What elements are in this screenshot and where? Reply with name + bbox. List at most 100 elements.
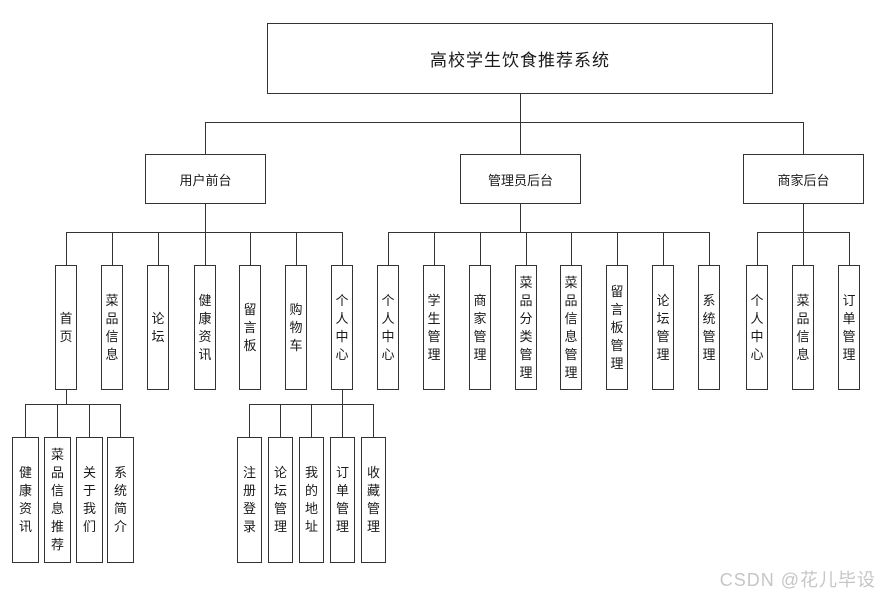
connector-line <box>526 232 527 265</box>
node-personal-center-merchant: 个人中心 <box>746 265 768 390</box>
connector-line <box>520 94 521 122</box>
connector-line <box>120 404 121 437</box>
node-label: 注册登录 <box>242 465 256 534</box>
connector-line <box>803 232 804 265</box>
node-merchant-backend: 商家后台 <box>743 154 864 204</box>
connector-line <box>250 232 251 265</box>
node-label: 论坛管理 <box>273 465 287 534</box>
connector-line <box>205 232 206 265</box>
node-user-frontend: 用户前台 <box>145 154 266 204</box>
node-health-news-sub: 健康资讯 <box>12 437 39 563</box>
node-dish-category-mgmt: 菜品分类管理 <box>515 265 537 390</box>
node-label: 论坛管理 <box>656 292 670 362</box>
node-label: 留言板管理 <box>610 283 624 371</box>
node-dish-recommend: 菜品信息推荐 <box>44 437 71 563</box>
node-forum-mgmt-user: 论坛管理 <box>268 437 293 563</box>
connector-line <box>342 404 343 437</box>
node-home: 首页 <box>55 265 77 390</box>
connector-line <box>617 232 618 265</box>
node-message-board: 留言板 <box>239 265 261 390</box>
node-label: 收藏管理 <box>366 465 380 534</box>
node-register-login: 注册登录 <box>237 437 262 563</box>
node-health-news: 健康资讯 <box>194 265 216 390</box>
node-label: 菜品信息管理 <box>564 274 578 380</box>
connector-line <box>89 404 90 437</box>
node-label: 系统简介 <box>113 465 127 534</box>
connector-line <box>373 404 374 437</box>
node-label: 订单管理 <box>842 292 856 362</box>
connector-line <box>803 122 804 154</box>
branch-label: 管理员后台 <box>487 172 553 188</box>
node-label: 个人中心 <box>750 292 764 362</box>
root-label: 高校学生饮食推荐系统 <box>430 51 610 70</box>
connector-line <box>709 232 710 265</box>
csdn-watermark: CSDN @花儿毕设 <box>719 570 876 590</box>
node-label: 菜品信息推荐 <box>50 447 64 552</box>
node-admin-backend: 管理员后台 <box>460 154 581 204</box>
connector-line <box>388 232 709 233</box>
node-order-mgmt-merchant: 订单管理 <box>838 265 860 390</box>
node-my-address: 我的地址 <box>299 437 324 563</box>
connector-line <box>803 204 804 232</box>
connector-line <box>311 404 312 437</box>
node-label: 我的地址 <box>304 465 318 534</box>
node-student-mgmt: 学生管理 <box>423 265 445 390</box>
connector-line <box>249 404 250 437</box>
node-order-mgmt-user: 订单管理 <box>330 437 355 563</box>
connector-line <box>520 122 521 154</box>
node-label: 订单管理 <box>335 465 349 534</box>
node-label: 首页 <box>59 310 73 344</box>
node-label: 商家管理 <box>473 292 487 362</box>
node-label: 菜品分类管理 <box>519 274 533 380</box>
connector-line <box>112 232 113 265</box>
node-favorites-mgmt: 收藏管理 <box>361 437 386 563</box>
node-label: 个人中心 <box>335 292 349 362</box>
connector-line <box>757 232 758 265</box>
connector-line <box>25 404 26 437</box>
node-root-system-title: 高校学生饮食推荐系统 <box>267 23 773 94</box>
node-label: 系统管理 <box>702 292 716 362</box>
connector-line <box>342 390 343 404</box>
node-message-board-mgmt: 留言板管理 <box>606 265 628 390</box>
node-dish-info-merchant: 菜品信息 <box>792 265 814 390</box>
connector-line <box>849 232 850 265</box>
node-forum: 论坛 <box>147 265 169 390</box>
connector-line <box>296 232 297 265</box>
node-label: 健康资讯 <box>18 465 32 534</box>
node-label: 学生管理 <box>427 292 441 362</box>
connector-line <box>434 232 435 265</box>
node-label: 菜品信息 <box>105 292 119 362</box>
connector-line <box>25 404 120 405</box>
node-merchant-mgmt: 商家管理 <box>469 265 491 390</box>
node-system-mgmt: 系统管理 <box>698 265 720 390</box>
node-forum-mgmt-admin: 论坛管理 <box>652 265 674 390</box>
connector-line <box>66 232 342 233</box>
node-label: 菜品信息 <box>796 292 810 362</box>
branch-label: 商家后台 <box>777 172 830 188</box>
node-label: 个人中心 <box>381 292 395 362</box>
connector-line <box>205 122 803 123</box>
connector-line <box>520 204 521 232</box>
connector-line <box>158 232 159 265</box>
node-label: 留言板 <box>243 301 257 353</box>
connector-line <box>571 232 572 265</box>
connector-line <box>480 232 481 265</box>
connector-line <box>663 232 664 265</box>
node-shopping-cart: 购物车 <box>285 265 307 390</box>
node-label: 购物车 <box>289 301 303 353</box>
connector-line <box>205 204 206 232</box>
connector-line <box>280 404 281 437</box>
node-personal-center-admin: 个人中心 <box>377 265 399 390</box>
node-label: 关于我们 <box>82 465 96 534</box>
connector-line <box>66 232 67 265</box>
node-label: 健康资讯 <box>198 292 212 362</box>
connector-line <box>205 122 206 154</box>
node-about-us: 关于我们 <box>76 437 103 563</box>
connector-line <box>66 390 67 404</box>
connector-line <box>57 404 58 437</box>
node-label: 论坛 <box>151 310 165 344</box>
branch-label: 用户前台 <box>179 172 232 188</box>
node-dish-info-mgmt: 菜品信息管理 <box>560 265 582 390</box>
node-personal-center-front: 个人中心 <box>331 265 353 390</box>
